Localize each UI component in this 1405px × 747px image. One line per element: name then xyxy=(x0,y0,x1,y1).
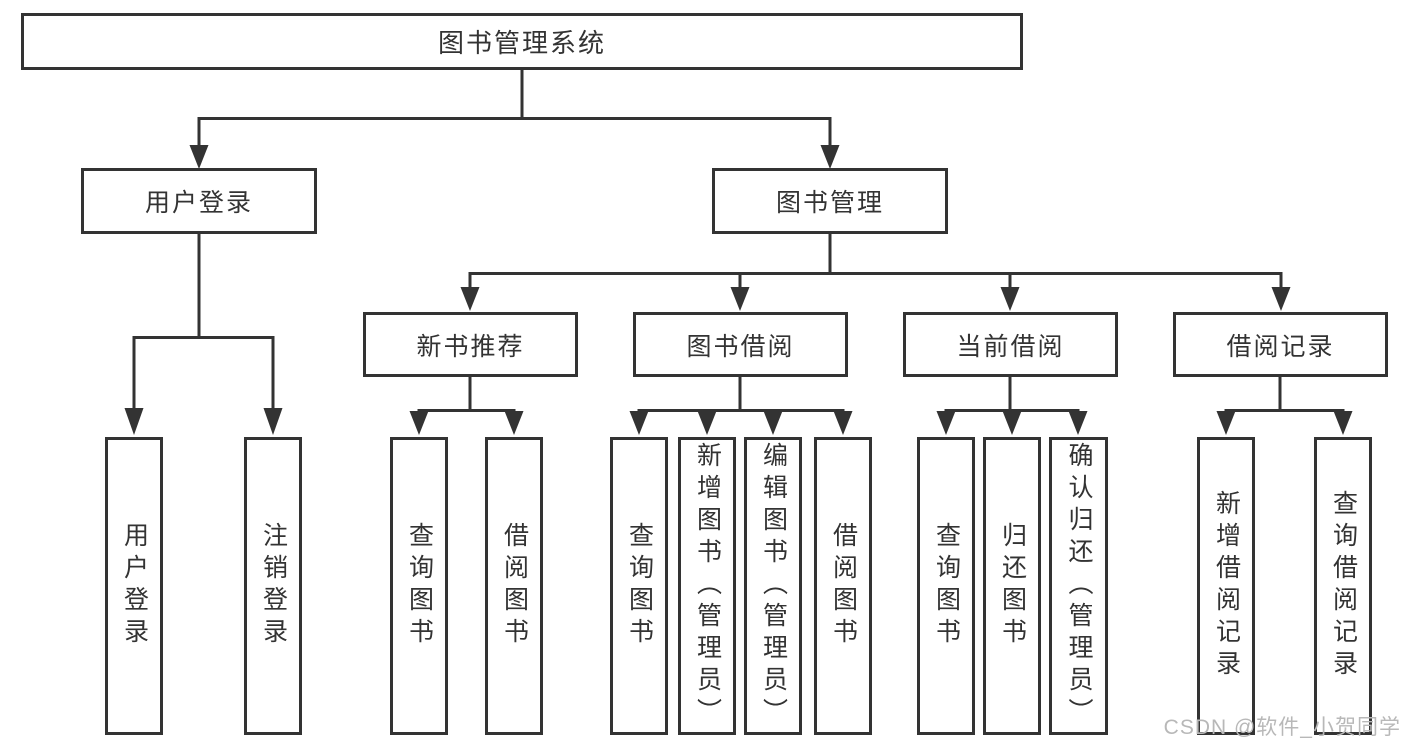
node-rec-borrow-books-label: 借阅图书 xyxy=(500,522,529,650)
node-user-login-label: 用户登录 xyxy=(144,189,253,217)
node-rec-borrow-books: 借阅图书 xyxy=(485,437,543,735)
node-bb-add-books-label: 新增图书（管理员） xyxy=(693,442,722,730)
node-new-book-recommend: 新书推荐 xyxy=(363,312,578,377)
arrow-down-icon xyxy=(189,145,209,169)
arrow-down-icon xyxy=(460,287,480,311)
node-root: 图书管理系统 xyxy=(21,13,1023,70)
node-new-book-recommend-label: 新书推荐 xyxy=(416,332,525,361)
node-book-borrow-label: 图书借阅 xyxy=(686,332,795,361)
node-bb-query-books: 查询图书 xyxy=(610,437,668,735)
arrow-down-icon xyxy=(820,145,840,169)
arrow-down-icon xyxy=(763,411,783,435)
arrow-down-icon xyxy=(1002,411,1022,435)
node-book-management: 图书管理 xyxy=(712,168,948,234)
node-cb-return-books-label: 归还图书 xyxy=(998,522,1027,650)
node-current-borrow: 当前借阅 xyxy=(903,312,1118,377)
node-leaf-logout: 注销登录 xyxy=(244,437,302,735)
node-cb-return-books: 归还图书 xyxy=(983,437,1041,735)
node-user-login: 用户登录 xyxy=(81,168,317,234)
arrow-down-icon xyxy=(1000,287,1020,311)
node-bb-edit-books-label: 编辑图书（管理员） xyxy=(759,442,788,730)
node-leaf-user-login-label: 用户登录 xyxy=(120,522,149,650)
node-br-add-record: 新增借阅记录 xyxy=(1197,437,1255,735)
arrow-down-icon xyxy=(409,411,429,435)
node-br-query-record-label: 查询借阅记录 xyxy=(1329,490,1358,682)
node-rec-query-books: 查询图书 xyxy=(390,437,448,735)
node-cb-query-books: 查询图书 xyxy=(917,437,975,735)
node-book-borrow: 图书借阅 xyxy=(633,312,848,377)
node-bb-query-books-label: 查询图书 xyxy=(625,522,654,650)
arrow-down-icon xyxy=(263,408,283,435)
arrow-down-icon xyxy=(833,411,853,435)
node-cb-query-books-label: 查询图书 xyxy=(932,522,961,650)
node-leaf-logout-label: 注销登录 xyxy=(259,522,288,650)
arrow-down-icon xyxy=(1068,411,1088,435)
node-current-borrow-label: 当前借阅 xyxy=(956,332,1065,361)
node-br-add-record-label: 新增借阅记录 xyxy=(1212,490,1241,682)
arrow-down-icon xyxy=(629,411,649,435)
csdn-watermark: CSDN @软件_小贺同学 xyxy=(1163,716,1401,739)
node-br-query-record: 查询借阅记录 xyxy=(1314,437,1372,735)
arrow-down-icon xyxy=(1271,287,1291,311)
arrow-down-icon xyxy=(697,411,717,435)
arrow-down-icon xyxy=(730,287,750,311)
node-bb-add-books: 新增图书（管理员） xyxy=(678,437,736,735)
node-book-management-label: 图书管理 xyxy=(775,189,884,217)
arrow-down-icon xyxy=(124,408,144,435)
node-bb-edit-books: 编辑图书（管理员） xyxy=(744,437,802,735)
node-borrow-records-label: 借阅记录 xyxy=(1226,332,1335,361)
node-leaf-user-login: 用户登录 xyxy=(105,437,163,735)
node-bb-borrow-books: 借阅图书 xyxy=(814,437,872,735)
node-borrow-records: 借阅记录 xyxy=(1173,312,1388,377)
node-rec-query-books-label: 查询图书 xyxy=(405,522,434,650)
arrow-down-icon xyxy=(936,411,956,435)
node-cb-confirm-return: 确认归还（管理员） xyxy=(1049,437,1108,735)
node-root-label: 图书管理系统 xyxy=(437,28,606,58)
arrow-down-icon xyxy=(1216,411,1236,435)
node-cb-confirm-return-label: 确认归还（管理员） xyxy=(1065,442,1093,730)
arrow-down-icon xyxy=(1333,411,1353,435)
node-bb-borrow-books-label: 借阅图书 xyxy=(829,522,858,650)
arrow-down-icon xyxy=(504,411,524,435)
